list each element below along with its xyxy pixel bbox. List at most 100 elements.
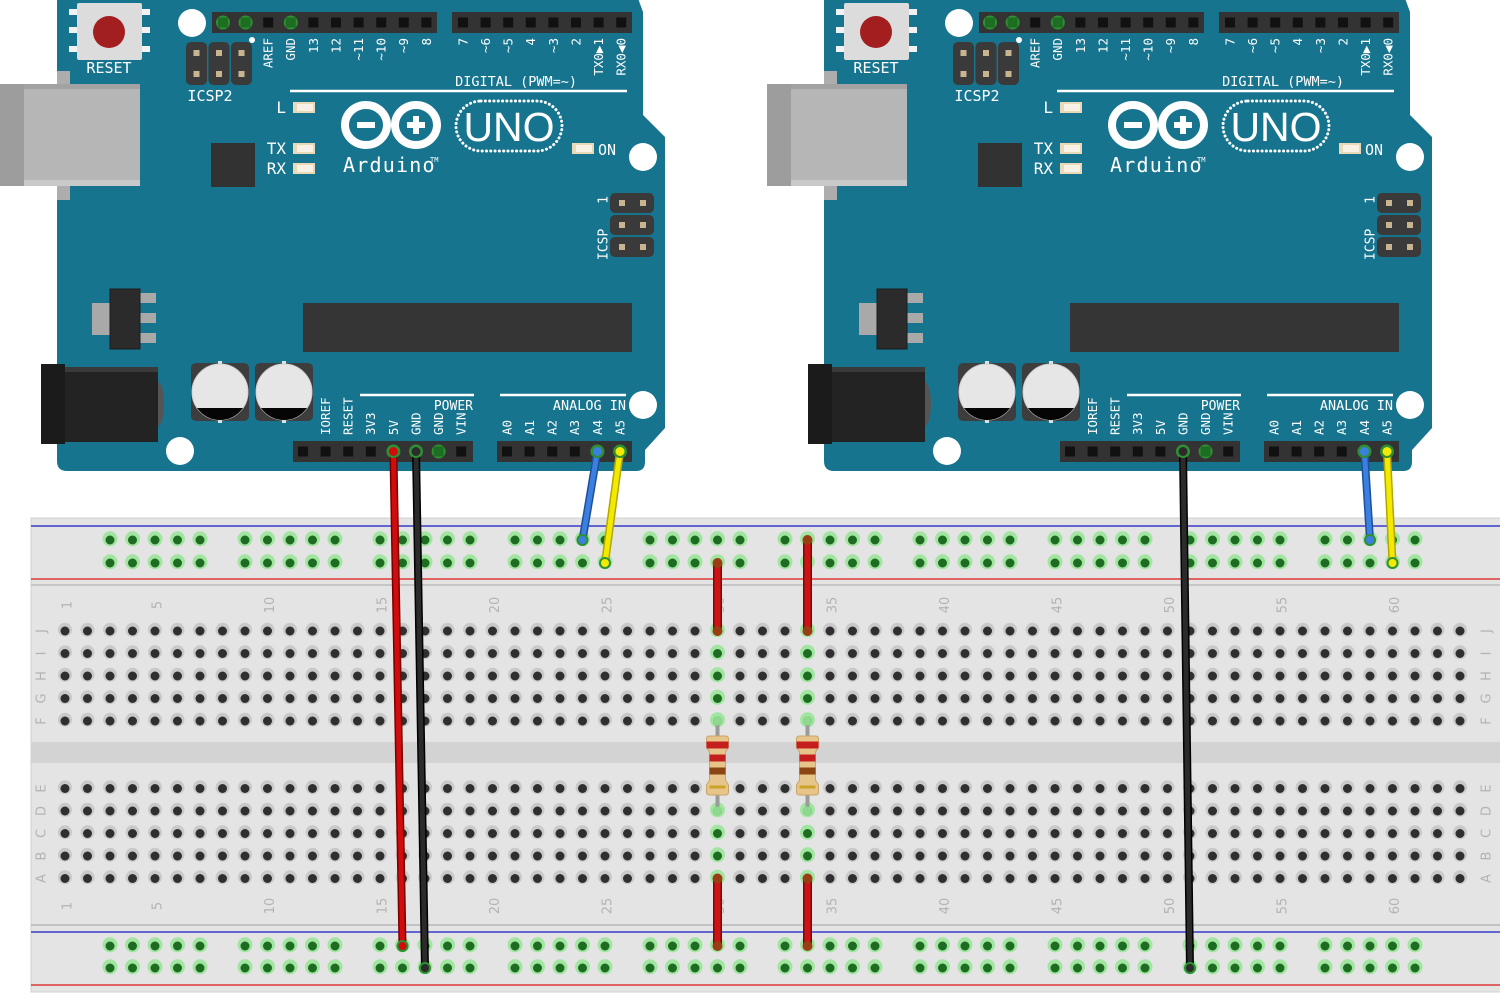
- breadboard-hole[interactable]: [553, 802, 567, 817]
- breadboard-hole[interactable]: [890, 825, 905, 840]
- breadboard-hole[interactable]: [575, 645, 590, 660]
- breadboard-hole[interactable]: [553, 870, 567, 885]
- breadboard-hole-connected[interactable]: [552, 531, 568, 547]
- breadboard-hole-connected[interactable]: [530, 531, 545, 547]
- breadboard-hole[interactable]: [1408, 690, 1422, 705]
- breadboard-hole-connected[interactable]: [822, 554, 838, 570]
- breadboard-hole[interactable]: [1430, 645, 1445, 660]
- breadboard-hole[interactable]: [643, 667, 657, 682]
- breadboard-hole[interactable]: [305, 870, 320, 885]
- breadboard-hole-connected[interactable]: [327, 554, 343, 570]
- breadboard-hole[interactable]: [328, 690, 342, 705]
- breadboard-hole-connected[interactable]: [710, 959, 725, 975]
- breadboard-hole-connected[interactable]: [530, 554, 545, 570]
- breadboard-hole[interactable]: [283, 780, 297, 795]
- breadboard-hole[interactable]: [148, 780, 162, 795]
- breadboard-hole[interactable]: [373, 690, 387, 705]
- wire-gnd-board1[interactable]: [409, 445, 431, 974]
- breadboard-hole[interactable]: [215, 870, 230, 885]
- breadboard-hole[interactable]: [935, 802, 950, 817]
- breadboard-hole[interactable]: [1205, 825, 1220, 840]
- breadboard-hole-connected[interactable]: [102, 937, 118, 953]
- breadboard-hole[interactable]: [238, 825, 252, 840]
- breadboard-hole[interactable]: [1273, 622, 1287, 637]
- breadboard-hole[interactable]: [823, 667, 837, 682]
- breadboard-hole[interactable]: [1048, 622, 1062, 637]
- breadboard-hole[interactable]: [283, 622, 297, 637]
- breadboard-hole[interactable]: [1048, 667, 1062, 682]
- breadboard-hole-connected[interactable]: [462, 959, 478, 975]
- breadboard-hole[interactable]: [980, 780, 995, 795]
- breadboard-hole[interactable]: [508, 622, 522, 637]
- breadboard-hole-connected[interactable]: [1205, 554, 1220, 570]
- breadboard-hole[interactable]: [328, 825, 342, 840]
- breadboard-hole[interactable]: [350, 690, 365, 705]
- breadboard-hole-connected[interactable]: [800, 667, 815, 683]
- breadboard-hole[interactable]: [958, 712, 972, 727]
- breadboard-hole-connected[interactable]: [710, 644, 725, 660]
- breadboard-hole[interactable]: [170, 645, 185, 660]
- breadboard-hole-connected[interactable]: [192, 937, 208, 953]
- breadboard-hole[interactable]: [530, 802, 545, 817]
- breadboard-hole-connected[interactable]: [507, 959, 523, 975]
- breadboard-hole-connected[interactable]: [1047, 937, 1063, 953]
- breadboard-hole[interactable]: [1205, 870, 1220, 885]
- breadboard-hole[interactable]: [1205, 712, 1220, 727]
- breadboard-hole[interactable]: [778, 690, 792, 705]
- breadboard-hole-connected[interactable]: [935, 554, 950, 570]
- breadboard-hole[interactable]: [1453, 667, 1467, 682]
- breadboard-hole[interactable]: [440, 667, 455, 682]
- breadboard-hole-connected[interactable]: [440, 937, 455, 953]
- breadboard-hole-connected[interactable]: [957, 531, 973, 547]
- breadboard-hole-connected[interactable]: [1250, 554, 1265, 570]
- breadboard-hole[interactable]: [440, 847, 455, 862]
- breadboard-hole[interactable]: [1003, 780, 1017, 795]
- breadboard-hole[interactable]: [643, 870, 657, 885]
- breadboard-hole-connected[interactable]: [102, 554, 118, 570]
- breadboard-hole[interactable]: [508, 780, 522, 795]
- breadboard-hole[interactable]: [530, 870, 545, 885]
- breadboard-hole[interactable]: [1070, 847, 1085, 862]
- breadboard-hole[interactable]: [1025, 667, 1040, 682]
- breadboard-hole[interactable]: [1093, 780, 1107, 795]
- breadboard-hole[interactable]: [1453, 690, 1467, 705]
- breadboard-hole[interactable]: [1093, 802, 1107, 817]
- breadboard-hole-connected[interactable]: [867, 531, 883, 547]
- breadboard-hole[interactable]: [463, 802, 477, 817]
- breadboard-hole[interactable]: [148, 712, 162, 727]
- breadboard-hole[interactable]: [1228, 690, 1242, 705]
- usb-connector[interactable]: [0, 71, 140, 200]
- breadboard-hole[interactable]: [1228, 645, 1242, 660]
- breadboard-hole-connected[interactable]: [192, 554, 208, 570]
- breadboard-hole[interactable]: [238, 870, 252, 885]
- breadboard-hole[interactable]: [58, 847, 72, 862]
- header-pin[interactable]: [458, 17, 468, 28]
- breadboard-hole[interactable]: [1205, 780, 1220, 795]
- header-pin[interactable]: [548, 17, 559, 28]
- header-pin[interactable]: [1030, 17, 1041, 28]
- breadboard-hole[interactable]: [193, 802, 207, 817]
- breadboard-hole[interactable]: [1408, 645, 1422, 660]
- breadboard-hole-connected[interactable]: [732, 959, 748, 975]
- header-pin[interactable]: [365, 446, 376, 457]
- breadboard-hole[interactable]: [755, 847, 770, 862]
- breadboard-hole[interactable]: [350, 667, 365, 682]
- breadboard-hole[interactable]: [823, 712, 837, 727]
- breadboard-hole[interactable]: [508, 645, 522, 660]
- header-pin[interactable]: [218, 17, 228, 28]
- breadboard-hole-connected[interactable]: [260, 554, 275, 570]
- breadboard-hole[interactable]: [868, 780, 882, 795]
- breadboard-hole[interactable]: [328, 712, 342, 727]
- breadboard-hole[interactable]: [1093, 870, 1107, 885]
- breadboard-hole[interactable]: [620, 690, 635, 705]
- breadboard-hole[interactable]: [1273, 825, 1287, 840]
- header-pin[interactable]: [1087, 446, 1098, 457]
- breadboard-hole[interactable]: [305, 645, 320, 660]
- header-pin[interactable]: [503, 17, 514, 28]
- breadboard-hole[interactable]: [1250, 847, 1265, 862]
- breadboard-hole[interactable]: [260, 667, 275, 682]
- breadboard-hole[interactable]: [980, 645, 995, 660]
- breadboard-hole[interactable]: [935, 690, 950, 705]
- breadboard-hole-connected[interactable]: [1092, 959, 1108, 975]
- breadboard-hole[interactable]: [1025, 645, 1040, 660]
